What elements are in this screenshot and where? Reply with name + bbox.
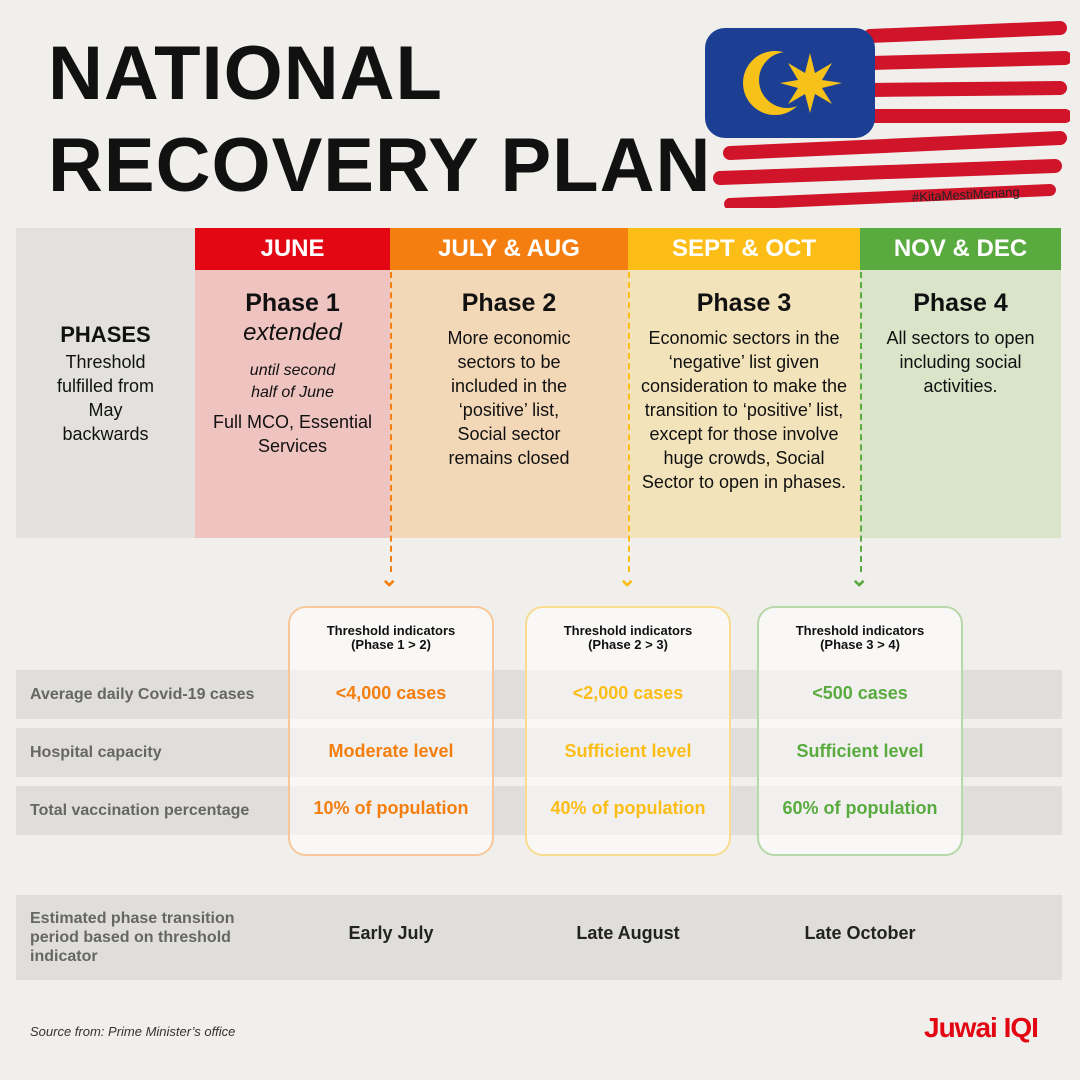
phase-desc: Economic sectors in the ‘negative’ list … bbox=[640, 328, 848, 492]
card-value: <500 cases bbox=[812, 683, 908, 703]
dashed-connector bbox=[390, 272, 392, 572]
card-header: Threshold indicators(Phase 1 > 2) bbox=[290, 624, 492, 652]
estimate-label: Estimated phase transition period based … bbox=[30, 910, 235, 965]
phase-note: until second half of June bbox=[249, 362, 336, 401]
card-value: 60% of population bbox=[782, 798, 938, 818]
phase-title: Phase 1 bbox=[245, 289, 340, 317]
estimate-value: Late August bbox=[576, 923, 680, 943]
card-value: Moderate level bbox=[328, 741, 454, 761]
card-value: 40% of population bbox=[550, 798, 706, 818]
arrow-down-icon: ⌄ bbox=[380, 566, 399, 591]
header-nov-dec: NOV & DEC bbox=[860, 228, 1061, 270]
source-note: Source from: Prime Minister’s office bbox=[30, 1024, 236, 1039]
phase-1-panel: Phase 1 extended until second half of Ju… bbox=[195, 270, 390, 538]
phases-text: Threshold fulfilled from May backwards bbox=[56, 352, 155, 444]
phase-sub: extended bbox=[243, 319, 342, 346]
title-line-1: NATIONAL bbox=[48, 31, 443, 116]
dashed-connector bbox=[628, 272, 630, 572]
estimate-value: Early July bbox=[348, 923, 434, 943]
card-sub: (Phase 2 > 3) bbox=[588, 637, 668, 652]
card-sub: (Phase 3 > 4) bbox=[820, 637, 900, 652]
phases-title: PHASES bbox=[60, 322, 151, 347]
malaysia-flag-icon bbox=[705, 21, 1070, 208]
card-value: 10% of population bbox=[313, 798, 469, 818]
phase-desc: Full MCO, Essential Services bbox=[212, 412, 373, 456]
phase-desc: All sectors to open including social act… bbox=[886, 328, 1035, 396]
header-july-aug: JULY & AUG bbox=[390, 228, 628, 270]
card-header: Threshold indicators(Phase 3 > 4) bbox=[759, 624, 961, 652]
card-title: Threshold indicators bbox=[563, 623, 693, 638]
header-june: JUNE bbox=[195, 228, 390, 270]
card-value: <2,000 cases bbox=[572, 683, 684, 703]
card-value: Sufficient level bbox=[564, 741, 692, 761]
card-value: <4,000 cases bbox=[335, 683, 447, 703]
card-header: Threshold indicators(Phase 2 > 3) bbox=[527, 624, 729, 652]
title-line-2: RECOVERY PLAN bbox=[48, 123, 712, 208]
estimate-row: Estimated phase transition period based … bbox=[16, 895, 1062, 980]
threshold-card-1: Threshold indicators(Phase 1 > 2) <4,000… bbox=[288, 606, 494, 856]
phase-desc: More economic sectors to be included in … bbox=[447, 328, 571, 468]
phase-title: Phase 3 bbox=[696, 289, 792, 317]
card-sub: (Phase 1 > 2) bbox=[351, 637, 431, 652]
card-title: Threshold indicators bbox=[326, 623, 456, 638]
phase-title: Phase 4 bbox=[913, 289, 1008, 317]
phase-4-panel: Phase 4 All sectors to open including so… bbox=[860, 270, 1061, 538]
phase-2-panel: Phase 2 More economic sectors to be incl… bbox=[390, 270, 628, 538]
estimate-value: Late October bbox=[804, 923, 916, 943]
dashed-connector bbox=[860, 272, 862, 572]
card-value: Sufficient level bbox=[796, 741, 924, 761]
phases-label: PHASES Threshold fulfilled from May back… bbox=[16, 228, 195, 538]
arrow-down-icon: ⌄ bbox=[850, 566, 869, 591]
threshold-card-3: Threshold indicators(Phase 3 > 4) <500 c… bbox=[757, 606, 963, 856]
arrow-down-icon: ⌄ bbox=[618, 566, 637, 591]
phase-title: Phase 2 bbox=[461, 289, 557, 317]
card-title: Threshold indicators bbox=[795, 623, 925, 638]
threshold-card-2: Threshold indicators(Phase 2 > 3) <2,000… bbox=[525, 606, 731, 856]
phase-3-panel: Phase 3 Economic sectors in the ‘negativ… bbox=[628, 270, 860, 538]
brand-logo: Juwai IQI bbox=[924, 1012, 1039, 1043]
header-sept-oct: SEPT & OCT bbox=[628, 228, 860, 270]
